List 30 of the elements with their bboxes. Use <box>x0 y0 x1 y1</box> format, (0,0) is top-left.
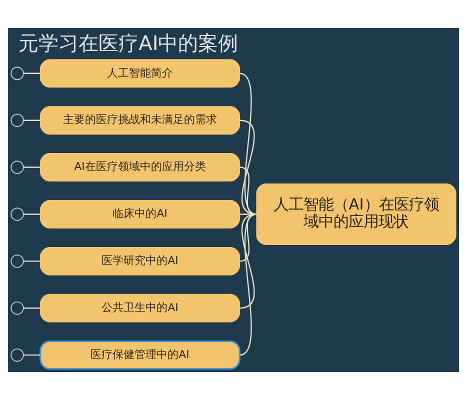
node-box: AI在医疗领域中的应用分类 <box>40 153 240 182</box>
connector <box>240 214 257 262</box>
node-box: 医学研究中的AI <box>40 246 240 276</box>
node-box: 医疗保健管理中的AI <box>40 340 240 370</box>
connector <box>23 308 40 309</box>
node-box: 人工智能（AI）在医疗领域中的应用现状 <box>256 183 456 246</box>
connector <box>23 72 40 74</box>
connector <box>239 214 257 356</box>
node-box: 主要的医疗挑战和未满足的需求 <box>40 106 240 135</box>
connector <box>240 166 257 215</box>
connector <box>240 214 257 215</box>
connector <box>23 120 40 121</box>
connector <box>23 354 40 356</box>
node-box: 公共卫生中的AI <box>40 294 240 322</box>
diagram-title: 元学习在医疗AI中的案例 <box>18 31 238 56</box>
node-circle <box>10 208 24 221</box>
connector <box>240 120 257 215</box>
connector <box>240 214 257 309</box>
connector <box>23 166 40 168</box>
node-circle <box>10 160 24 174</box>
node-circle <box>10 254 24 268</box>
node-box: 临床中的AI <box>40 200 240 228</box>
node-box: 人工智能简介 <box>40 59 240 88</box>
node-circle <box>10 348 24 362</box>
connector <box>23 260 40 262</box>
node-circle <box>10 302 24 315</box>
connector <box>23 214 40 215</box>
node-circle <box>10 66 24 80</box>
connector <box>239 72 257 215</box>
node-circle <box>10 114 24 127</box>
